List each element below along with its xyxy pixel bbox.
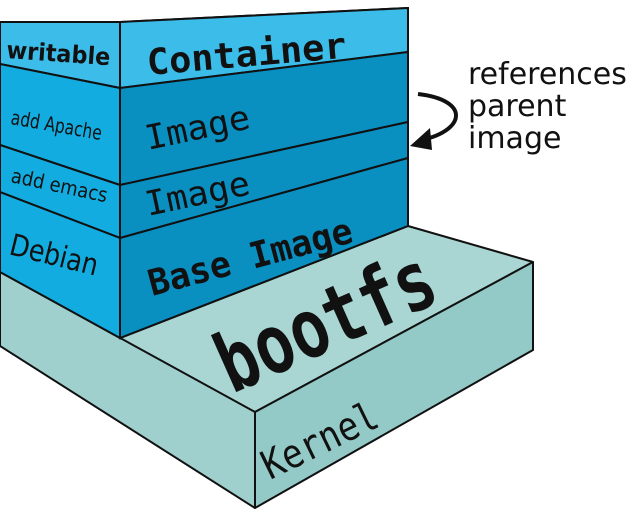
annotation-line-image: image [468,121,561,156]
references-arrow-head-icon [410,128,432,150]
base-image-front-face [119,156,409,340]
kernel-front-face [254,261,534,509]
references-arrow-icon [417,92,458,142]
annotation-line-parent: parent [468,89,567,124]
annotation-line-references: references [468,57,627,92]
